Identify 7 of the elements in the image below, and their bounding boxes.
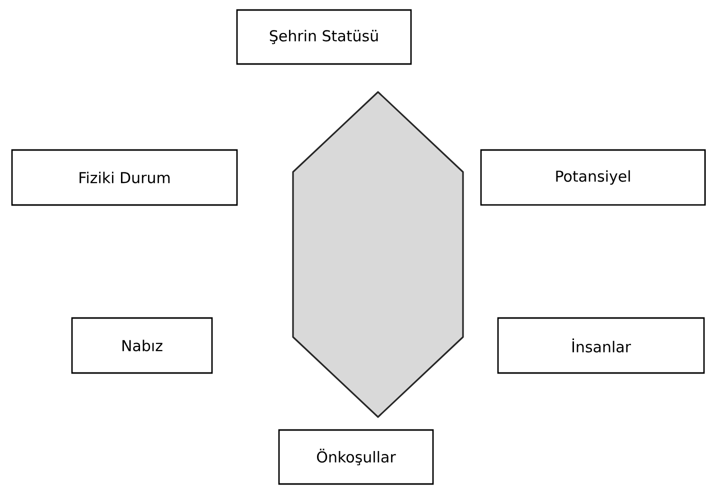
- hexagon: [292, 91, 464, 418]
- label-box: Nabız: [71, 317, 213, 374]
- label-box: Fiziki Durum: [11, 149, 238, 206]
- label-box: Şehrin Statüsü: [236, 9, 412, 65]
- label-box: İnsanlar: [497, 317, 705, 374]
- label-box: Potansiyel: [480, 149, 706, 206]
- label-box: Önkoşullar: [278, 429, 434, 485]
